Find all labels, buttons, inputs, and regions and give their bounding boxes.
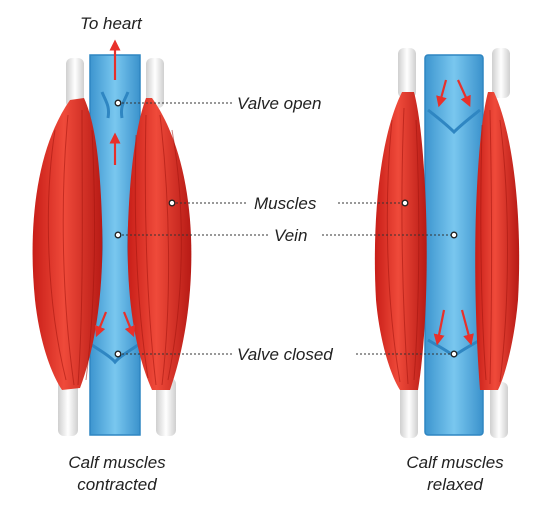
right-inner-tendon-top (492, 48, 510, 98)
caption-right: Calf muscles relaxed (370, 452, 540, 496)
left-inner-tendon-top (146, 58, 164, 108)
left-inner-tendon-bottom (156, 378, 176, 436)
caption-left-line1: Calf muscles (68, 453, 166, 472)
left-outer-tendon-top (66, 58, 84, 108)
right-arrow-down-lower-left (433, 309, 446, 346)
caption-right-line2: relaxed (427, 475, 483, 494)
left-valve-closed (91, 343, 139, 365)
dot-valve-open (114, 99, 122, 107)
dot-valve-closed-left (114, 350, 122, 358)
label-muscles: Muscles (254, 194, 317, 213)
dot-vein-left (114, 231, 122, 239)
left-outer-tendon-bottom (58, 378, 78, 436)
caption-left-line2: contracted (77, 475, 157, 494)
right-arrow-down-lower-right (460, 309, 474, 346)
dot-vein-right (450, 231, 458, 239)
caption-right-line1: Calf muscles (406, 453, 504, 472)
right-valve-upper (427, 108, 481, 135)
left-outer-muscle (32, 98, 103, 390)
dot-valve-closed-right (450, 350, 458, 358)
leader-dots (114, 99, 458, 358)
right-arrow-down-upper-left (436, 79, 448, 108)
right-inner-tendon-bottom (490, 382, 508, 438)
leader-lines (118, 102, 454, 355)
left-panel-contracted (32, 39, 192, 436)
left-valve-open (100, 91, 130, 119)
label-to-heart: To heart (80, 14, 142, 33)
label-valve-closed: Valve closed (237, 345, 333, 364)
left-arrow-down-left (94, 311, 108, 338)
right-vein (424, 54, 484, 436)
right-panel-relaxed (374, 48, 520, 438)
left-arrow-down-right (122, 311, 136, 338)
right-outer-tendon-bottom (400, 382, 418, 438)
dot-muscles-right (401, 199, 409, 207)
caption-left: Calf muscles contracted (32, 452, 202, 496)
label-valve-open: Valve open (237, 94, 322, 113)
dot-muscles-left (168, 199, 176, 207)
right-outer-muscle (374, 92, 427, 390)
left-inner-muscle (127, 98, 192, 390)
right-inner-muscle (475, 92, 520, 390)
right-outer-tendon-top (398, 48, 416, 98)
label-vein: Vein (274, 226, 308, 245)
right-arrow-down-upper-right (456, 79, 471, 108)
